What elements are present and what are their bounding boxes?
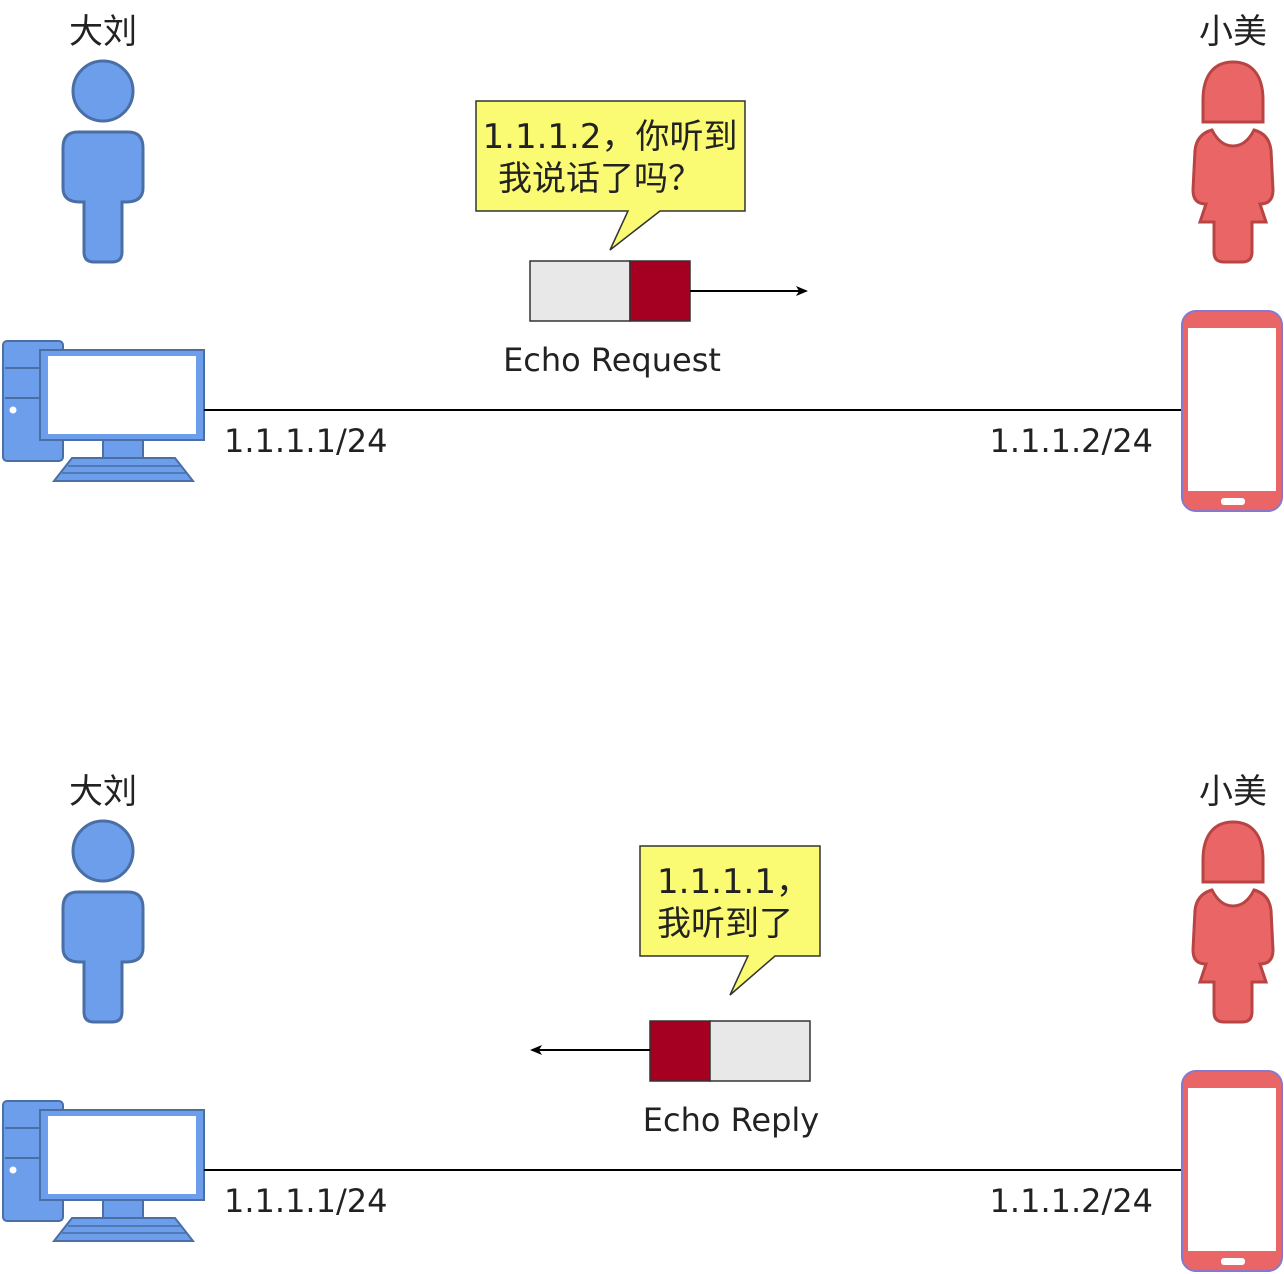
packet-header <box>629 260 691 322</box>
packet-label: Echo Reply <box>643 1101 819 1139</box>
right-ip-address: 1.1.1.2/24 <box>990 1182 1153 1220</box>
speech-bubble: 1.1.1.2，你听到 我说话了吗？ <box>475 100 746 251</box>
male-user-icon <box>61 819 145 1024</box>
panel-echo-reply: 大刘 小美 1.1.1.1， 我听到了 Echo Reply <box>2 772 1283 1272</box>
packet <box>649 1020 811 1082</box>
panel-echo-request: 大刘 小美 1.1.1.2，你听到 我说话了吗？ Echo Request <box>2 12 1283 512</box>
right-person-name: 小美 <box>1199 772 1267 812</box>
packet-body <box>709 1020 811 1082</box>
female-user-icon <box>1191 60 1275 264</box>
smartphone-icon <box>1181 1070 1283 1272</box>
smartphone-icon <box>1181 310 1283 512</box>
left-person-name: 大刘 <box>69 772 137 812</box>
packet-label: Echo Request <box>503 341 721 379</box>
left-person-name: 大刘 <box>69 12 137 52</box>
male-user-icon <box>61 59 145 264</box>
left-ip-address: 1.1.1.1/24 <box>224 422 387 460</box>
bubble-line-2: 我听到了 <box>657 904 793 944</box>
packet-body <box>529 260 631 322</box>
female-user-icon <box>1191 820 1275 1024</box>
left-ip-address: 1.1.1.1/24 <box>224 1182 387 1220</box>
packet-header <box>649 1020 711 1082</box>
right-ip-address: 1.1.1.2/24 <box>990 422 1153 460</box>
bubble-line-1: 1.1.1.2，你听到 <box>483 117 738 157</box>
bubble-line-1: 1.1.1.1， <box>657 862 810 902</box>
bubble-line-2: 我说话了吗？ <box>498 159 702 199</box>
packet <box>529 260 691 322</box>
desktop-computer-icon <box>2 1100 205 1242</box>
right-person-name: 小美 <box>1199 12 1267 52</box>
speech-bubble: 1.1.1.1， 我听到了 <box>639 845 821 996</box>
desktop-computer-icon <box>2 340 205 482</box>
